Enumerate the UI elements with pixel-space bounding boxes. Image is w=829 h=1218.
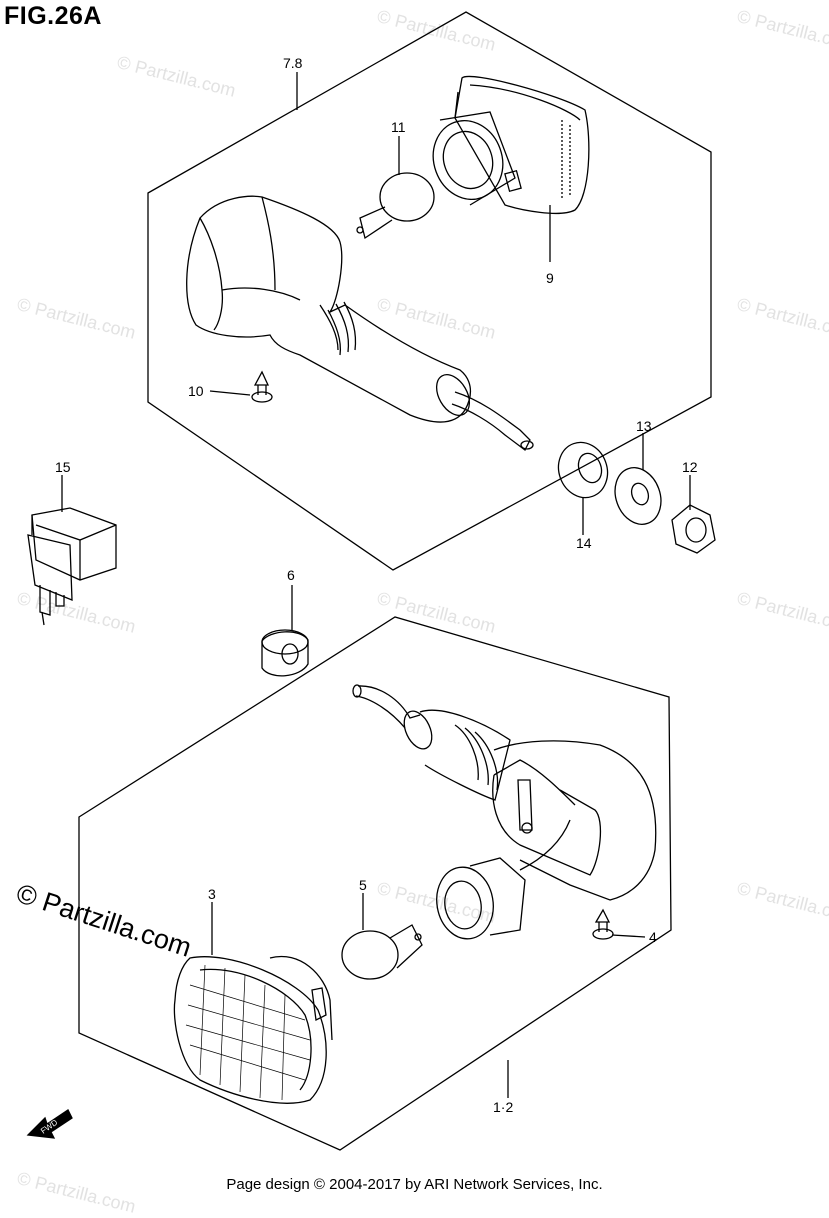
bulb-socket-lower <box>436 819 571 940</box>
callout-9: 9 <box>546 270 554 286</box>
bulb-5 <box>341 924 423 980</box>
fwd-arrow-icon <box>26 1109 73 1139</box>
grommet-6 <box>261 629 309 677</box>
lower-assembly-frame <box>78 616 672 1151</box>
callout-3: 3 <box>208 886 216 902</box>
lamp-lens-housing-9 <box>432 75 590 215</box>
washer-13 <box>614 467 662 525</box>
callout-15: 15 <box>55 459 71 475</box>
nut-12 <box>671 504 716 554</box>
upper-assembly-frame <box>147 11 712 571</box>
nut-washer-14 <box>557 441 609 499</box>
callout-7-8: 7.8 <box>283 55 303 71</box>
callout-14: 14 <box>576 535 592 551</box>
callout-4: 4 <box>649 929 657 945</box>
callout-1-2: 1·2 <box>493 1099 513 1115</box>
screw-4 <box>592 908 614 940</box>
callout-10: 10 <box>188 383 204 399</box>
page-footer: Page design © 2004-2017 by ARI Network S… <box>226 1176 603 1193</box>
leader-line <box>611 934 646 938</box>
callout-6: 6 <box>287 567 295 583</box>
callout-13: 13 <box>636 418 652 434</box>
turn-signal-body-lower <box>352 684 657 901</box>
relay-15 <box>27 507 117 626</box>
turn-signal-body-upper <box>186 195 534 451</box>
callout-12: 12 <box>682 459 698 475</box>
screw-10 <box>251 370 273 403</box>
callout-11: 11 <box>391 119 406 135</box>
bulb-11 <box>356 172 435 240</box>
callout-5: 5 <box>359 877 367 893</box>
figure-title: FIG.26A <box>4 2 102 30</box>
lens-3 <box>173 955 333 1104</box>
leader-line <box>209 390 251 396</box>
